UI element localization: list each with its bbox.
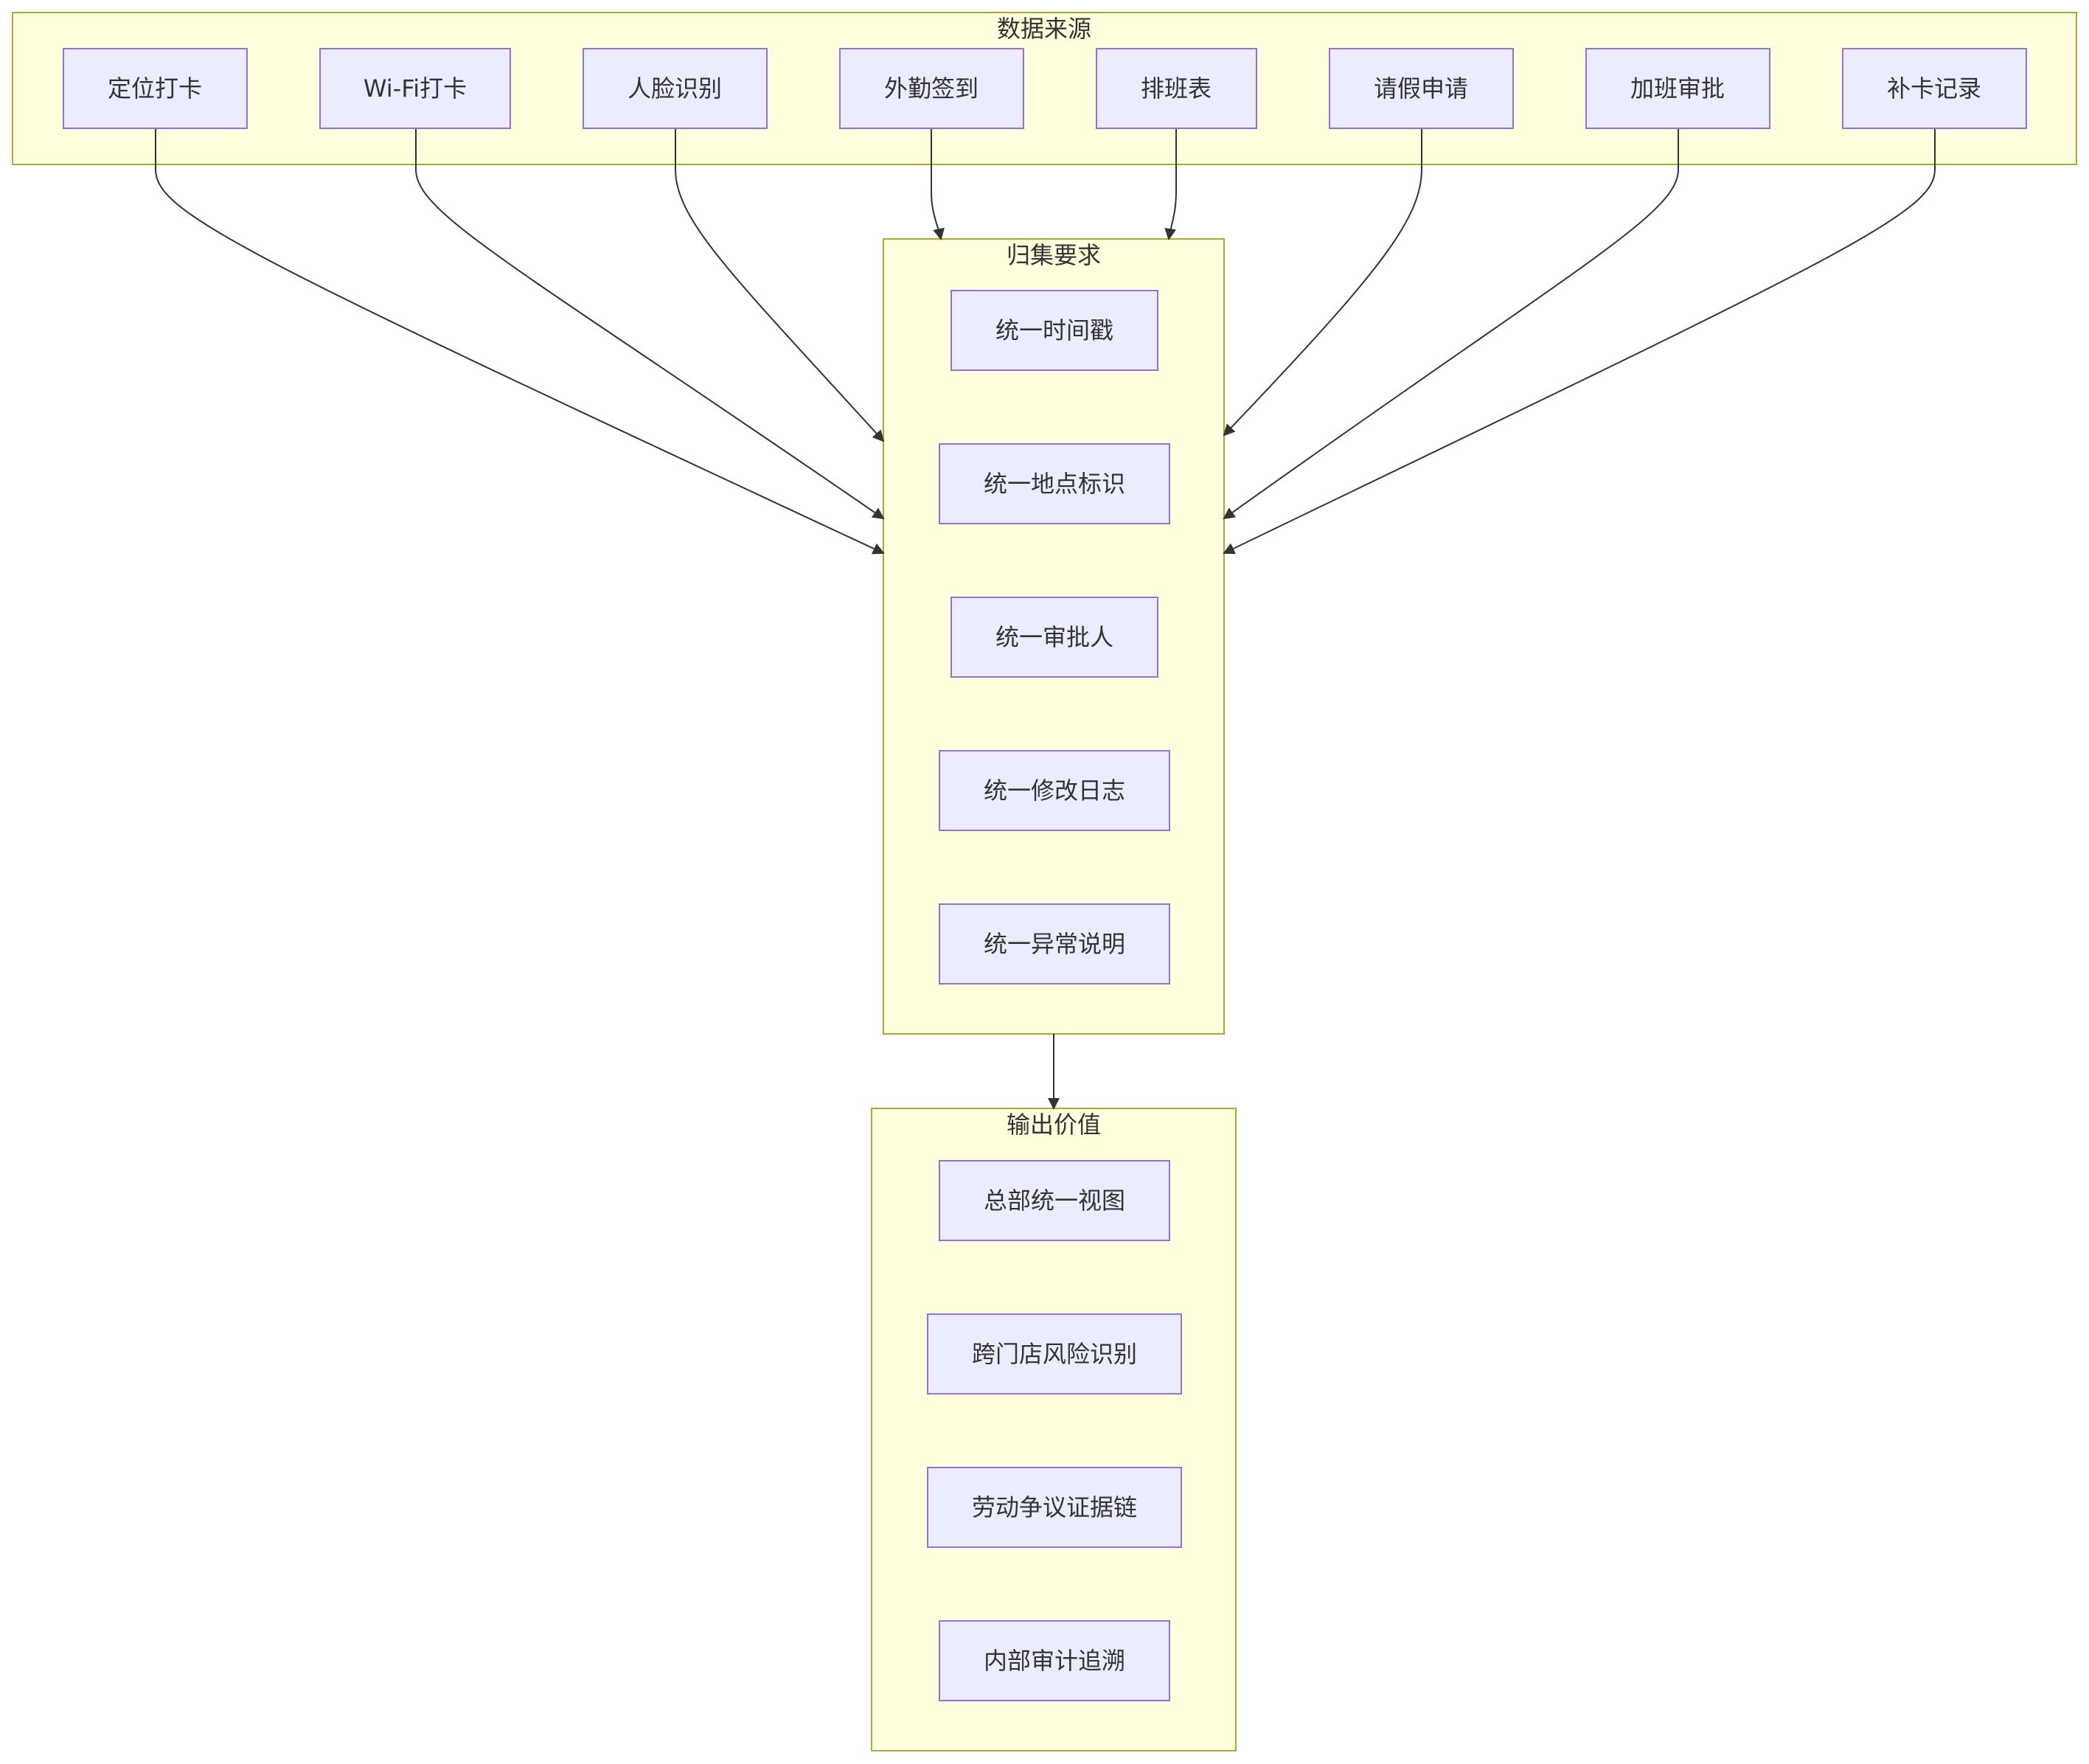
edge-overtime-approval [1223, 128, 1679, 520]
cluster-sources-title: 数据来源 [997, 15, 1091, 43]
svg-text:外勤签到: 外勤签到 [884, 74, 979, 103]
edges [155, 128, 1936, 1110]
source-node-overtime-approval[interactable]: 加班审批 [1585, 48, 1770, 129]
source-node-face-recognition[interactable]: 人脸识别 [583, 48, 768, 129]
requirement-node-unified-exception-note[interactable]: 统一异常说明 [939, 903, 1170, 985]
svg-text:劳动争议证据链: 劳动争议证据链 [972, 1493, 1137, 1521]
svg-text:补卡记录: 补卡记录 [1887, 74, 1981, 103]
cluster-requirements-title: 归集要求 [1007, 241, 1101, 269]
output-node-internal-audit-trace[interactable]: 内部审计追溯 [939, 1620, 1170, 1701]
edge-makeup-record [1223, 128, 1936, 555]
edge-location-checkin [155, 128, 885, 555]
source-node-field-checkin[interactable]: 外勤签到 [839, 48, 1024, 129]
output-node-cross-store-risk[interactable]: 跨门店风险识别 [927, 1313, 1182, 1395]
source-node-leave-request[interactable]: 请假申请 [1329, 48, 1514, 129]
source-node-wifi-checkin[interactable]: Wi-Fi打卡 [319, 48, 511, 129]
svg-text:统一修改日志: 统一修改日志 [984, 777, 1125, 805]
svg-text:内部审计追溯: 内部审计追溯 [984, 1647, 1125, 1675]
source-node-location-checkin[interactable]: 定位打卡 [63, 48, 248, 129]
source-node-schedule[interactable]: 排班表 [1096, 48, 1257, 129]
svg-text:统一异常说明: 统一异常说明 [984, 930, 1125, 958]
svg-text:总部统一视图: 总部统一视图 [984, 1187, 1125, 1215]
svg-text:统一地点标识: 统一地点标识 [984, 470, 1125, 498]
svg-text:Wi-Fi打卡: Wi-Fi打卡 [364, 74, 467, 103]
output-node-labor-dispute-evidence[interactable]: 劳动争议证据链 [927, 1467, 1182, 1548]
edge-wifi-checkin [415, 128, 885, 520]
edge-face-recognition [675, 128, 885, 442]
svg-text:人脸识别: 人脸识别 [628, 74, 722, 103]
output-node-hq-unified-view[interactable]: 总部统一视图 [939, 1160, 1170, 1241]
cluster-outputs-title: 输出价值 [1007, 1111, 1101, 1139]
svg-text:定位打卡: 定位打卡 [108, 74, 202, 103]
requirement-node-unified-location[interactable]: 统一地点标识 [939, 443, 1170, 524]
requirement-node-unified-timestamp[interactable]: 统一时间戳 [950, 290, 1158, 371]
svg-text:统一时间戳: 统一时间戳 [995, 316, 1113, 344]
edge-schedule [1164, 128, 1177, 240]
requirement-node-unified-change-log[interactable]: 统一修改日志 [939, 750, 1170, 831]
svg-text:排班表: 排班表 [1141, 74, 1212, 103]
svg-text:跨门店风险识别: 跨门店风险识别 [972, 1340, 1137, 1368]
edge-field-checkin [931, 128, 945, 240]
svg-text:加班审批: 加班审批 [1630, 74, 1725, 103]
svg-text:统一审批人: 统一审批人 [995, 623, 1113, 651]
svg-text:请假申请: 请假申请 [1374, 74, 1468, 103]
source-node-makeup-record[interactable]: 补卡记录 [1842, 48, 2027, 129]
edge-leave-request [1223, 128, 1422, 437]
requirement-node-unified-approver[interactable]: 统一审批人 [950, 597, 1158, 678]
